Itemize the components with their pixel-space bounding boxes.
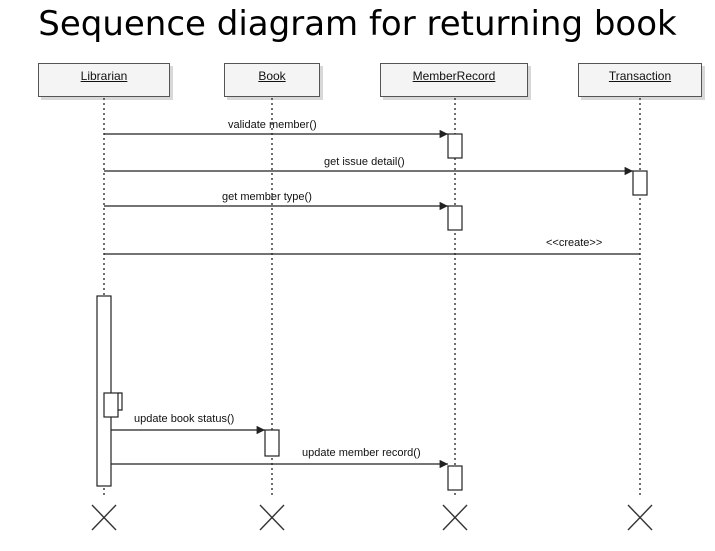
destroy-mark-librarian [91, 504, 117, 531]
lifeline-box-member-record: MemberRecord [380, 63, 528, 97]
message-label-create: <<create>> [546, 237, 602, 249]
diagram-title: Sequence diagram for returning book [38, 4, 677, 44]
activation-transaction-1 [632, 170, 648, 196]
lifeline-box-transaction: Transaction [578, 63, 702, 97]
activation-librarian-self [103, 392, 119, 418]
lifeline-box-book: Book [224, 63, 320, 97]
lifeline-box-librarian: Librarian [38, 63, 170, 97]
activation-member-record-3 [447, 465, 463, 491]
activation-book [264, 429, 280, 457]
activation-member-record-2 [447, 205, 463, 231]
message-label-update-book-status: update book status() [134, 413, 234, 425]
activation-member-record-1 [447, 133, 463, 159]
message-label-get-issue-detail: get issue detail() [324, 156, 405, 168]
self-call-arrow [118, 392, 123, 411]
destroy-mark-book [259, 504, 285, 531]
message-label-get-member-type: get member type() [222, 191, 312, 203]
message-label-update-member-record: update member record() [302, 447, 421, 459]
activation-librarian-main [96, 295, 112, 487]
message-label-validate-member: validate member() [228, 119, 317, 131]
destroy-mark-member-record [442, 504, 468, 531]
destroy-mark-transaction [627, 504, 653, 531]
